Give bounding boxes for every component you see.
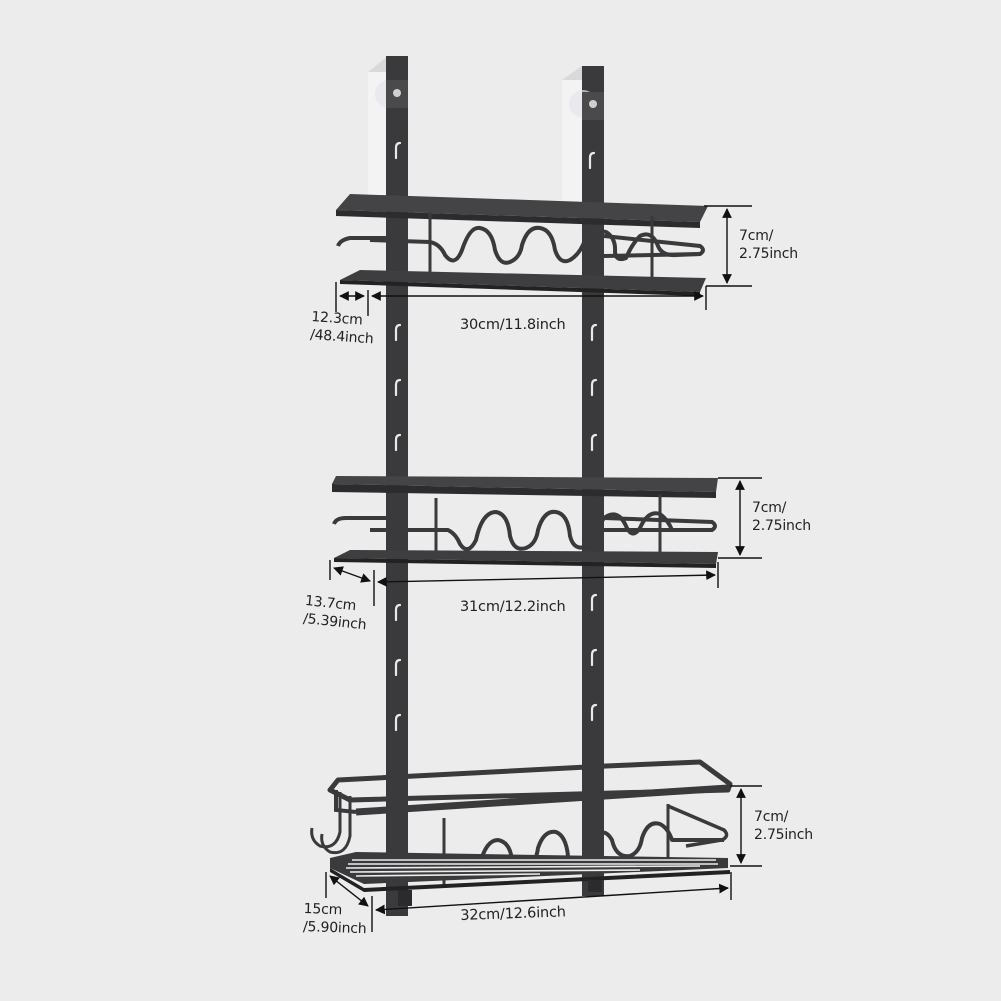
middle-tier-depth-label: 13.7cm /5.39inch xyxy=(302,592,369,634)
middle-tier-height-cm: 7cm/ xyxy=(752,500,787,516)
top-tier-height-cm: 7cm/ xyxy=(739,228,774,244)
top-shelf xyxy=(336,194,708,296)
dimension-lines xyxy=(325,205,762,932)
bottom-basket xyxy=(310,759,733,906)
bottom-tier-height-inch: 2.75inch xyxy=(754,827,813,843)
top-tier-height-inch: 2.75inch xyxy=(739,246,798,262)
bottom-tier-width-label: 32cm/12.6inch xyxy=(460,904,567,924)
bottom-tier-depth-inch: /5.90inch xyxy=(302,918,367,938)
middle-tier-height-inch: 2.75inch xyxy=(752,518,811,534)
upright-slots xyxy=(394,141,598,732)
bottom-tier-height-label: 7cm/ 2.75inch xyxy=(754,808,813,844)
middle-tier-height-label: 7cm/ 2.75inch xyxy=(752,499,811,535)
middle-shelf xyxy=(332,476,718,568)
bottom-tier-height-cm: 7cm/ xyxy=(754,809,789,825)
top-tier-depth-label: 12.3cm /48.4inch xyxy=(309,308,375,348)
bottom-tier-depth-cm: 15cm xyxy=(303,900,343,919)
top-tier-width-label: 30cm/11.8inch xyxy=(460,317,566,333)
top-tier-height-label: 7cm/ 2.75inch xyxy=(739,227,798,263)
middle-tier-width-label: 31cm/12.2inch xyxy=(460,599,566,615)
bottom-tier-depth-label: 15cm /5.90inch xyxy=(303,900,368,938)
